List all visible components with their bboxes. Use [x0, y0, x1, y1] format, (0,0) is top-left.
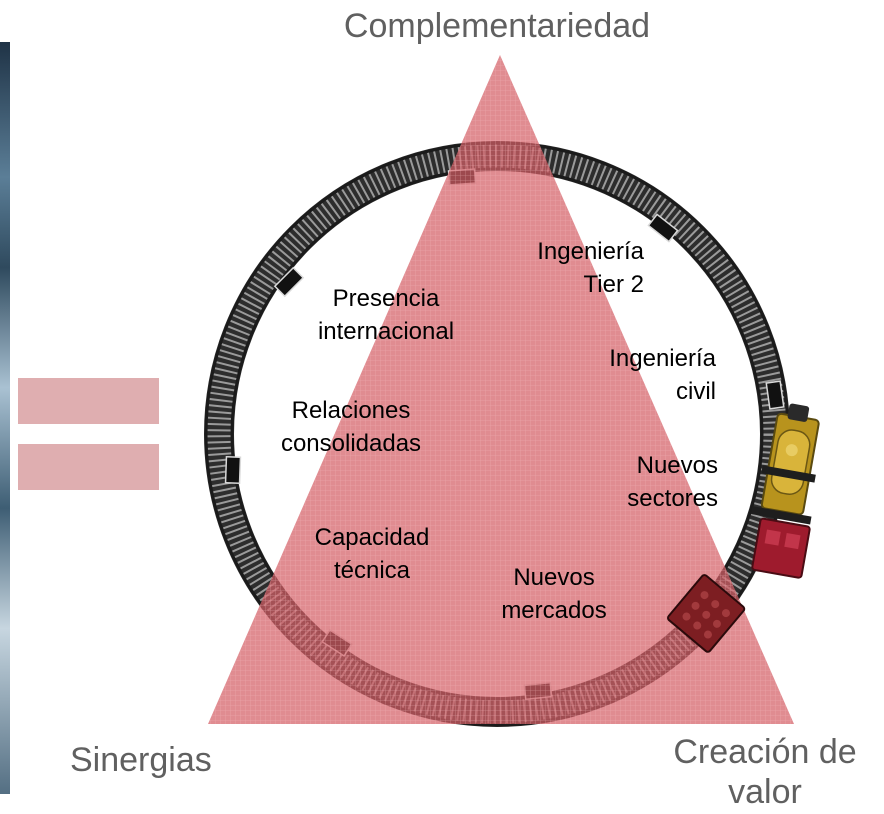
label-line: Relaciones: [291, 397, 411, 424]
label-capacidad-tecnica: Capacidad técnica: [292, 521, 452, 587]
label-line: Nuevos: [636, 452, 718, 479]
train-cab: [751, 517, 811, 579]
label-line: Presencia: [332, 285, 440, 312]
corner-label-bottom-left: Sinergias: [70, 741, 212, 779]
label-line: Ingeniería: [609, 345, 716, 372]
label-relaciones-consolidadas: Relaciones consolidadas: [262, 394, 440, 460]
label-line: mercados: [501, 597, 607, 624]
label-line: Tier 2: [583, 271, 644, 298]
corner-label-bottom-right: Creación de valor: [673, 733, 857, 811]
equals-bar-top: [18, 378, 159, 424]
label-ingenieria-civil: Ingeniería civil: [574, 342, 716, 408]
equals-bar-bottom: [18, 444, 159, 490]
train-locomotive: [751, 403, 820, 525]
label-nuevos-sectores: Nuevos sectores: [590, 449, 718, 515]
label-nuevos-mercados: Nuevos mercados: [482, 561, 626, 627]
corner-label-top: Complementariedad: [343, 7, 651, 45]
label-line: Ingeniería: [537, 238, 644, 265]
label-line: Capacidad: [314, 524, 430, 551]
photo-strip: [0, 42, 10, 794]
label-line: sectores: [627, 485, 718, 512]
label-presencia-internacional: Presencia internacional: [300, 282, 472, 348]
complementarity-triangle: [208, 55, 794, 724]
toy-train: [667, 403, 820, 653]
label-line: civil: [676, 378, 716, 405]
label-line: Nuevos: [513, 564, 595, 591]
label-line: internacional: [317, 318, 455, 345]
train-wagon: [667, 574, 746, 653]
label-line: técnica: [333, 557, 411, 584]
label-ingenieria-tier-2: Ingeniería Tier 2: [508, 235, 644, 301]
label-line: consolidadas: [280, 430, 422, 457]
